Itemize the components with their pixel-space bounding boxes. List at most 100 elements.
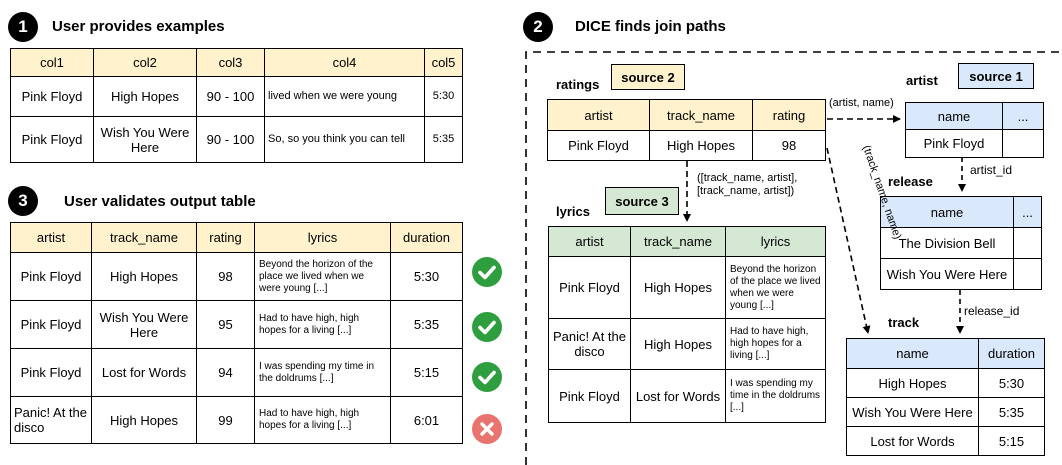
header-cell: lyrics <box>725 226 826 257</box>
table-cell: I was spending my time in the doldrums [… <box>254 348 391 397</box>
table-cell: Beyond the horizon of the place we lived… <box>725 256 826 319</box>
header-cell: artist <box>10 222 92 253</box>
table-row: Pink Floyd High Hopes 98 Beyond the hori… <box>10 252 463 301</box>
table-cell: Wish You Were Here <box>846 397 979 427</box>
check-icon <box>472 257 502 287</box>
header-cell: artist <box>547 99 650 131</box>
header-cell: rating <box>752 99 826 131</box>
table-cell: Pink Floyd <box>547 130 650 161</box>
ratings-table: artist track_name rating Pink Floyd High… <box>547 99 826 161</box>
panel3-title: User validates output table <box>64 193 256 210</box>
table-cell: 6:01 <box>390 396 463 444</box>
table-cell: Lost for Words <box>630 369 726 423</box>
lyrics-table-name: lyrics <box>556 204 590 219</box>
header-cell: col4 <box>264 48 425 77</box>
table-row: Pink Floyd Wish You Were Here 90 - 100 S… <box>10 116 463 163</box>
header-cell: track_name <box>649 99 753 131</box>
table-cell: 5:35 <box>978 397 1045 427</box>
table-cell: 5:15 <box>390 348 463 397</box>
table-cell: Had to have high, high hopes for a livin… <box>254 396 391 444</box>
table-row: Pink Floyd High Hopes 98 <box>547 130 826 161</box>
table-cell: Pink Floyd <box>10 76 94 117</box>
track-table: name duration High Hopes 5:30 Wish You W… <box>846 338 1045 456</box>
table-row: Panic! At the disco High Hopes Had to ha… <box>548 318 826 370</box>
table-row: Wish You Were Here <box>880 258 1042 290</box>
lyrics-table: artist track_name lyrics Pink Floyd High… <box>548 226 826 423</box>
table-cell: High Hopes <box>91 396 197 444</box>
table-row: Pink Floyd High Hopes 90 - 100 lived whe… <box>10 76 463 117</box>
edge-label-release-id: release_id <box>964 304 1020 318</box>
header-cell: track_name <box>630 226 726 257</box>
step-number-1: 1 <box>8 12 38 42</box>
table-cell: 99 <box>196 396 255 444</box>
table-cell: So, so you think you can tell <box>264 116 425 163</box>
header-cell: lyrics <box>254 222 391 253</box>
table-cell: 94 <box>196 348 255 397</box>
table-cell: 90 - 100 <box>196 76 265 117</box>
cross-icon <box>472 414 502 444</box>
table-row: Pink Floyd High Hopes Beyond the horizon… <box>548 256 826 319</box>
table-cell: 90 - 100 <box>196 116 265 163</box>
table-cell: 5:30 <box>390 252 463 301</box>
table-cell: Wish You Were Here <box>93 116 197 163</box>
table-cell: 95 <box>196 300 255 349</box>
release-table-name: release <box>888 174 933 189</box>
header-cell: name <box>846 338 979 369</box>
table-cell: Pink Floyd <box>10 300 92 349</box>
table-cell: High Hopes <box>649 130 753 161</box>
track-table-name: track <box>888 315 920 330</box>
release-table: name ... The Division Bell Wish You Were… <box>880 196 1042 290</box>
table-cell: Panic! At the disco <box>10 396 92 444</box>
table-cell: 5:15 <box>978 426 1045 456</box>
table-row: Pink Floyd <box>905 129 1044 158</box>
header-cell: artist <box>548 226 631 257</box>
step-number-3: 3 <box>8 186 38 216</box>
table-cell: High Hopes <box>91 252 197 301</box>
header-cell: col1 <box>10 48 94 77</box>
table-cell: Pink Floyd <box>10 116 94 163</box>
table-row: Pink Floyd Lost for Words I was spending… <box>548 369 826 423</box>
table-cell: 98 <box>752 130 826 161</box>
table-header-row: col1 col2 col3 col4 col5 <box>10 48 463 77</box>
table-cell: Pink Floyd <box>548 256 631 319</box>
check-icon <box>472 362 502 392</box>
table-row: Pink Floyd Lost for Words 94 I was spend… <box>10 348 463 397</box>
table-cell: Pink Floyd <box>905 129 1003 158</box>
header-cell: col2 <box>93 48 197 77</box>
table-cell: lived when we were young <box>264 76 425 117</box>
table-cell: Wish You Were Here <box>880 258 1014 290</box>
table-row: The Division Bell <box>880 227 1042 259</box>
source-1-badge: source 1 <box>958 63 1034 89</box>
table-cell: 98 <box>196 252 255 301</box>
table-cell: Pink Floyd <box>548 369 631 423</box>
table-cell: Wish You Were Here <box>91 300 197 349</box>
edge-label-lyrics-join-2: [track_name, artist]) <box>697 185 795 197</box>
header-cell: col5 <box>424 48 463 77</box>
table-row: Panic! At the disco High Hopes 99 Had to… <box>10 396 463 444</box>
table-cell: High Hopes <box>630 318 726 370</box>
table-cell: Pink Floyd <box>10 252 92 301</box>
header-cell: name <box>880 196 1014 228</box>
header-cell: col3 <box>196 48 265 77</box>
header-cell: duration <box>390 222 463 253</box>
table-cell <box>1013 258 1042 290</box>
table-row: Pink Floyd Wish You Were Here 95 Had to … <box>10 300 463 349</box>
table-cell: Beyond the horizon of the place we lived… <box>254 252 391 301</box>
table-cell: Panic! At the disco <box>548 318 631 370</box>
table-cell: 5:35 <box>390 300 463 349</box>
panel1-title: User provides examples <box>52 18 225 35</box>
table-cell: Lost for Words <box>846 426 979 456</box>
edge-label-artist-id: artist_id <box>970 163 1013 177</box>
output-table: artist track_name rating lyrics duration… <box>10 222 463 444</box>
table-cell: Had to have high, high hopes for a livin… <box>725 318 826 370</box>
table-cell: High Hopes <box>846 368 979 398</box>
table-cell <box>1013 227 1042 259</box>
table-cell: Pink Floyd <box>10 348 92 397</box>
table-row: Wish You Were Here 5:35 <box>846 397 1045 427</box>
panel2-title: DICE finds join paths <box>575 18 726 35</box>
source-2-badge: source 2 <box>611 64 685 90</box>
table-cell: High Hopes <box>630 256 726 319</box>
edge-label-artist-name: (artist, name) <box>829 97 894 109</box>
table-cell: High Hopes <box>93 76 197 117</box>
header-cell: rating <box>196 222 255 253</box>
